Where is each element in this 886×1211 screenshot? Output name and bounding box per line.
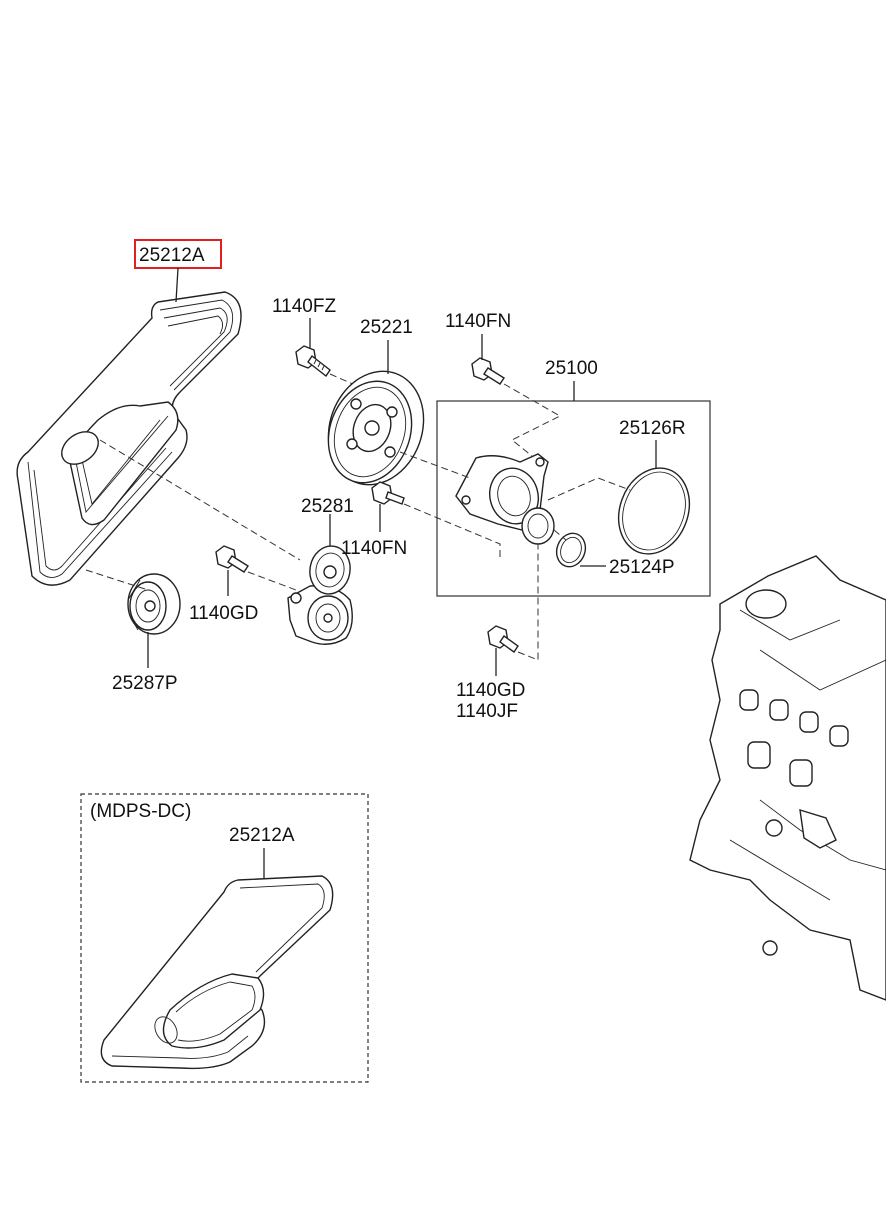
part-label-1140jf-bottom[interactable]: 1140JF — [456, 701, 518, 722]
part-label-1140gd-bottom[interactable]: 1140GD — [456, 680, 525, 701]
part-label-25212a-variant[interactable]: 25212A — [229, 825, 295, 846]
part-label-25100[interactable]: 25100 — [545, 358, 598, 379]
water-pump-icon[interactable] — [455, 453, 555, 545]
serpentine-belt-icon[interactable] — [16, 291, 242, 586]
part-label-25221[interactable]: 25221 — [360, 317, 413, 338]
bolt-icon[interactable] — [471, 357, 505, 385]
gasket-ring-icon[interactable] — [607, 458, 701, 564]
part-label-1140gd-left[interactable]: 1140GD — [189, 603, 258, 624]
pulley-icon[interactable] — [313, 358, 439, 498]
part-label-25126r[interactable]: 25126R — [619, 418, 686, 439]
oring-icon[interactable] — [552, 529, 590, 571]
part-label-25281[interactable]: 25281 — [301, 496, 354, 517]
tensioner-icon[interactable] — [287, 543, 354, 645]
pulley-icon[interactable] — [127, 573, 181, 635]
serpentine-belt-icon[interactable] — [100, 875, 334, 1070]
part-label-1140fn-mid[interactable]: 1140FN — [341, 538, 407, 559]
part-label-1140fn-top[interactable]: 1140FN — [445, 311, 511, 332]
variant-title: (MDPS-DC) — [90, 801, 191, 822]
variant-box — [80, 793, 369, 1083]
bolt-icon[interactable] — [371, 481, 405, 505]
part-label-1140fz[interactable]: 1140FZ — [272, 296, 336, 317]
bolt-icon[interactable] — [215, 545, 249, 573]
label-text: 25212A — [139, 245, 205, 266]
part-label-25212a[interactable]: 25212A — [134, 239, 222, 269]
engine-block-icon — [689, 555, 886, 1001]
part-label-25124p[interactable]: 25124P — [609, 557, 675, 578]
bolt-icon[interactable] — [487, 625, 519, 653]
bolt-icon[interactable] — [295, 345, 331, 378]
part-label-25287p[interactable]: 25287P — [112, 673, 178, 694]
